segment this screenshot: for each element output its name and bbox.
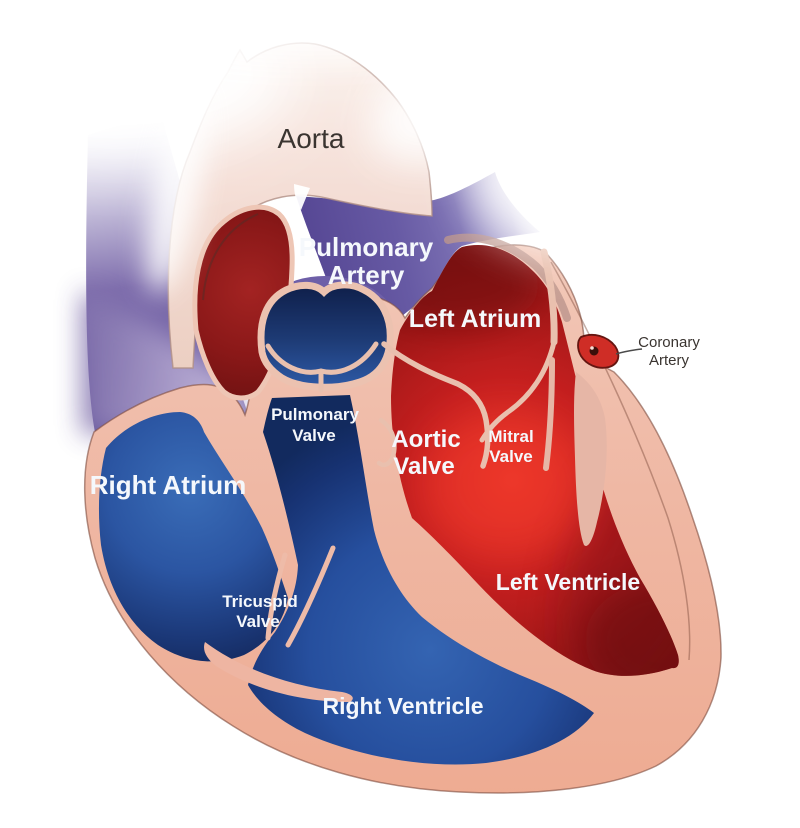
apex-dark-tint: [585, 580, 679, 676]
label-group: Aorta Pulmonary Artery Left Atrium Coron…: [90, 123, 701, 719]
pulmonary-valve-cusps: [265, 341, 379, 393]
pulmonary-artery-label-line2: Artery: [328, 260, 405, 290]
aortic-valve-label-line1: Aortic: [391, 426, 460, 453]
coronary-artery-highlight: [590, 346, 594, 350]
coronary-artery-label-line1: Coronary: [638, 334, 700, 351]
wall-inner-line: [550, 261, 691, 661]
tricuspid-chordae-strand-2: [265, 552, 288, 641]
arch-cavity-rim-line: [202, 213, 259, 301]
tricuspid-valve-label-line2: Valve: [236, 612, 280, 631]
left-ventricle-label: Left Ventricle: [496, 569, 640, 595]
glow-above-aorta: [145, 0, 475, 60]
pulmonary-valve-label-line1: Pulmonary: [271, 405, 359, 424]
pulmonary-vein-branch: [479, 339, 557, 443]
left-atrium-label: Left Atrium: [409, 305, 541, 333]
right-ventricle-label: Right Ventricle: [322, 693, 483, 719]
pulmonary-vein-stem: [540, 248, 558, 346]
right-ventricle-shape: [248, 395, 594, 765]
tricuspid-valve-wall-tongue: [204, 642, 353, 702]
mitral-chordae-strand: [543, 357, 555, 471]
mitral-valve-leaflet: [574, 372, 607, 546]
pulmonary-artery-label-line1: Pulmonary: [299, 232, 434, 262]
aorta-pa-notch: [294, 184, 310, 210]
right-atrium-label: Right Atrium: [90, 470, 246, 500]
mitral-valve-label-line1: Mitral: [488, 427, 533, 446]
aorta-label: Aorta: [278, 123, 345, 154]
coronary-artery-leader-line: [615, 348, 643, 355]
tricuspid-chordae-strand-1: [285, 545, 336, 648]
right-atrium-shape: [98, 412, 288, 662]
glow-upper-right: [470, 108, 686, 248]
mitral-valve-label-line2: Valve: [489, 447, 533, 466]
glow-left-of-aorta: [146, 86, 206, 294]
white-glow-group: [0, 0, 686, 294]
aortic-valve-leaflet: [381, 341, 491, 469]
coronary-artery-label-line2: Artery: [649, 352, 690, 369]
left-atrium-rim-shadow: [444, 233, 571, 322]
pulmonary-valve-label-line2: Valve: [292, 426, 336, 445]
tricuspid-valve-label-line1: Tricuspid: [222, 592, 298, 611]
aortic-valve-label-line2: Valve: [393, 453, 454, 480]
aortic-valve-leaflet-small: [376, 417, 397, 468]
